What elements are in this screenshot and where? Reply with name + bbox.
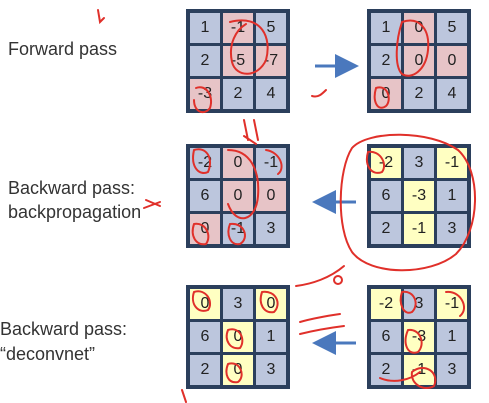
grid-cell: 2 — [371, 214, 401, 244]
grid-cell: -3 — [190, 79, 220, 109]
grid-cell: -3 — [404, 322, 434, 352]
grid-cell: 3 — [256, 355, 286, 385]
grid-cell: -5 — [223, 46, 253, 76]
grid-cell: 2 — [190, 46, 220, 76]
grid-cell: 2 — [190, 355, 220, 385]
grid-cell: 3 — [437, 355, 467, 385]
grid-cell: 0 — [223, 322, 253, 352]
grid-cell: 1 — [190, 13, 220, 43]
grid-cell: 6 — [190, 181, 220, 211]
grid-cell: 5 — [437, 13, 467, 43]
grid-cell: 3 — [437, 214, 467, 244]
grid-cell: 0 — [371, 79, 401, 109]
grid-cell: 2 — [404, 79, 434, 109]
grid-cell: 1 — [371, 13, 401, 43]
grid-cell: 0 — [404, 13, 434, 43]
grid-cell: -2 — [371, 289, 401, 319]
grid-cell: -3 — [404, 181, 434, 211]
grid-cell: 3 — [223, 289, 253, 319]
backward-deconvnet-label-line1: Backward pass: — [0, 319, 128, 339]
grid-cell: 0 — [223, 148, 253, 178]
grid-cell: -1 — [223, 13, 253, 43]
grid-cell: 1 — [256, 322, 286, 352]
grid-cell: 3 — [404, 148, 434, 178]
grid-cell: 4 — [256, 79, 286, 109]
grid-cell: 0 — [256, 181, 286, 211]
backward-deconvnet-label-line2: “deconvnet” — [0, 344, 96, 364]
grid-cell: 6 — [190, 322, 220, 352]
grid-cell: 6 — [371, 322, 401, 352]
grid-cell: -7 — [256, 46, 286, 76]
backward-backprop-label-line1: Backward pass: — [8, 178, 136, 198]
grid-cell: 0 — [223, 355, 253, 385]
grid-cell: 1 — [437, 181, 467, 211]
grid-cell: 6 — [371, 181, 401, 211]
grid-cell: 0 — [437, 46, 467, 76]
grid-cell: 3 — [404, 289, 434, 319]
grid-cell: 3 — [256, 214, 286, 244]
grid-cell: 1 — [437, 322, 467, 352]
grid-cell: 2 — [223, 79, 253, 109]
ink-annotations — [97, 9, 476, 403]
grid-cell: 4 — [437, 79, 467, 109]
backward-backprop-label-line2: backpropagation — [8, 202, 142, 222]
grid-cell: -1 — [404, 214, 434, 244]
forward-pass-label: Forward pass — [8, 39, 118, 59]
